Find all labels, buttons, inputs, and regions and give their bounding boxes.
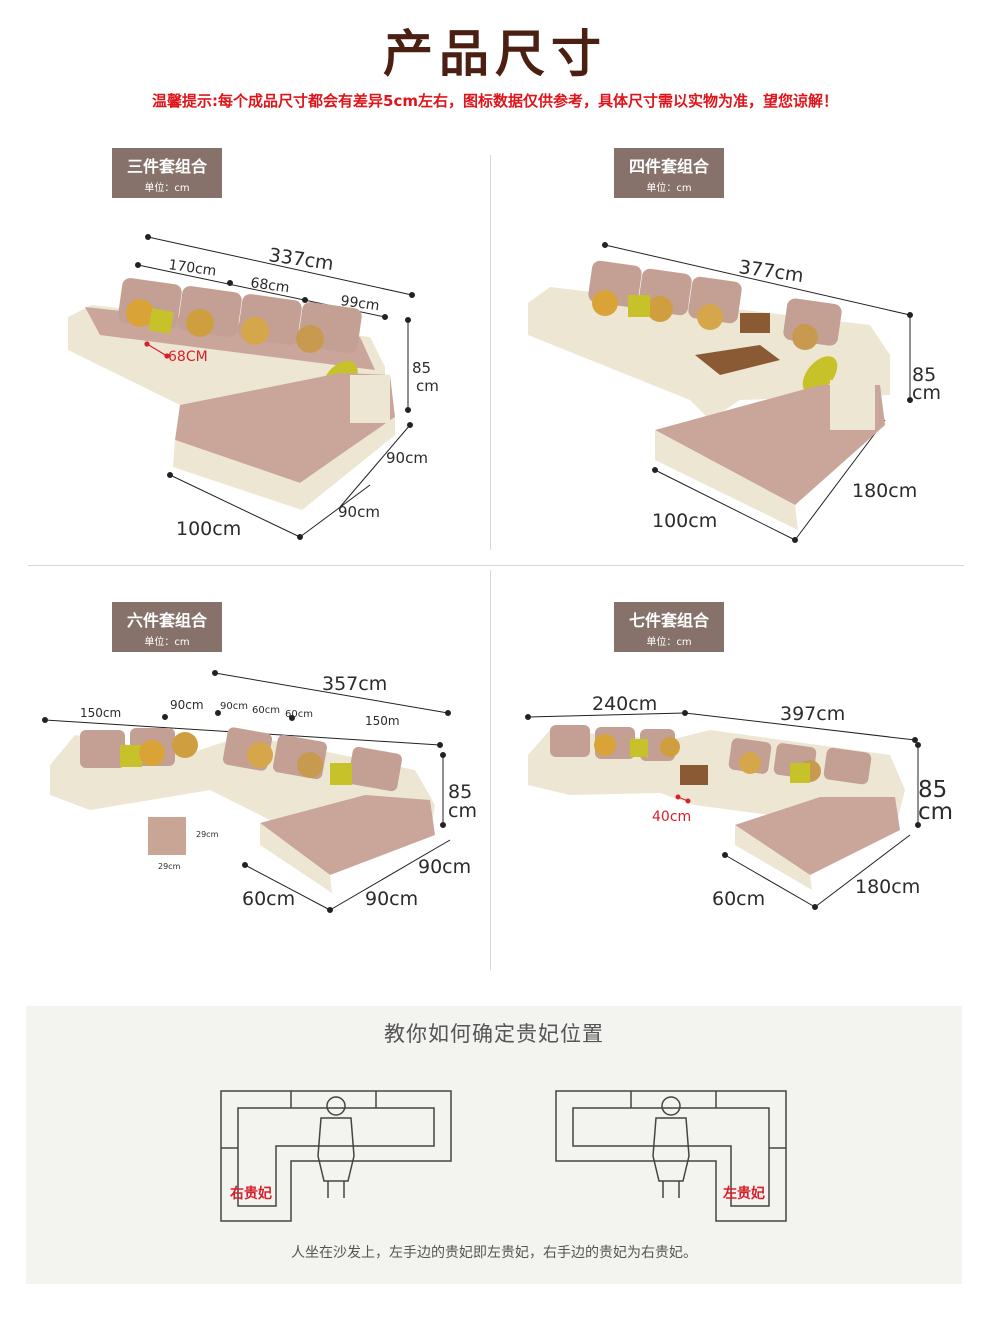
dim-total: 377cm — [737, 256, 805, 287]
dim-c: 90cm — [220, 701, 248, 712]
set-title: 六件套组合 — [126, 611, 207, 630]
gap-label: 40cm — [652, 809, 691, 825]
seat-depth-label: 68CM — [168, 349, 208, 365]
dim-b: 68cm — [249, 275, 290, 296]
dim-e: 60cm — [285, 709, 313, 720]
dim-a: 170cm — [167, 257, 217, 280]
dim-side: 90cm — [386, 449, 428, 467]
page-title: 产品尺寸 — [383, 24, 607, 83]
dim-b: 90cm — [170, 698, 204, 712]
stool-height: 29cm — [196, 830, 219, 839]
dim-height-unit: cm — [416, 377, 439, 395]
dim-height: 85 — [912, 364, 936, 386]
dim-side: 180cm — [855, 876, 920, 898]
right-chaise-label: 右贵妃 — [229, 1185, 272, 1202]
set-title: 四件套组合 — [628, 157, 709, 176]
dim-height: 85 — [448, 781, 472, 803]
stool-width: 29cm — [158, 862, 181, 871]
dim-side: 180cm — [852, 480, 917, 502]
dim-height-unit: cm — [448, 800, 477, 822]
dim-side: 90cm — [418, 856, 471, 878]
set-unit: 单位：cm — [646, 183, 692, 194]
set-title: 三件套组合 — [126, 157, 207, 176]
sofa-diagram-4: 377cm 85 cm 180cm 100cm — [528, 242, 941, 543]
dim-height: 85 — [918, 777, 947, 803]
dim-total: 337cm — [267, 244, 335, 275]
dim-height: 85 — [412, 359, 431, 377]
left-chaise-diagram: 左贵妃 — [555, 1090, 787, 1222]
dim-front-width: 60cm — [712, 888, 765, 910]
right-chaise-diagram: 右贵妃 — [220, 1090, 452, 1222]
dim-left: 240cm — [592, 693, 657, 715]
dim-height-unit: cm — [918, 799, 953, 825]
left-chaise-label: 左贵妃 — [722, 1185, 765, 1202]
chaise-guide: 教你如何确定贵妃位置 右贵妃 左贵妃 人坐在沙发上，左手边的贵妃即左贵妃，右手边… — [26, 1006, 962, 1284]
set-label-7: 七件套组合 单位：cm — [614, 602, 724, 652]
set-unit: 单位：cm — [646, 637, 692, 648]
dim-front-width: 100cm — [176, 518, 241, 540]
dim-d: 60cm — [252, 705, 280, 716]
dim-front-depth: 90cm — [365, 888, 418, 910]
dim-front-depth: 90cm — [338, 503, 380, 521]
sofa-diagram-6: 29cm 29cm 357cm 150cm 90cm 90cm 60cm 60c… — [42, 670, 477, 913]
dim-c: 99cm — [339, 293, 380, 314]
divider-vertical-bottom — [490, 570, 491, 970]
dim-right: 397cm — [780, 703, 845, 725]
dim-total: 357cm — [322, 673, 387, 695]
guide-note: 人坐在沙发上，左手边的贵妃即左贵妃，右手边的贵妃为右贵妃。 — [291, 1245, 697, 1261]
guide-title: 教你如何确定贵妃位置 — [384, 1022, 604, 1046]
set-title: 七件套组合 — [628, 611, 709, 630]
set-label-6: 六件套组合 单位：cm — [112, 602, 222, 652]
divider-horizontal — [28, 565, 964, 566]
dim-f: 150m — [365, 714, 400, 728]
sofa-diagram-7: 40cm 240cm 397cm 85 cm 180cm 60cm — [525, 693, 953, 910]
set-unit: 单位：cm — [144, 183, 190, 194]
sofa-diagram-3: 68CM 337cm 170cm 68cm 99cm 85 cm 90cm 90… — [68, 234, 439, 540]
set-label-4: 四件套组合 单位：cm — [614, 148, 724, 198]
set-label-3: 三件套组合 单位：cm — [112, 148, 222, 198]
dim-front-width: 100cm — [652, 510, 717, 532]
dim-front-width: 60cm — [242, 888, 295, 910]
set-unit: 单位：cm — [144, 637, 190, 648]
divider-vertical-top — [490, 155, 491, 550]
dim-a: 150cm — [80, 706, 121, 720]
dim-height-unit: cm — [912, 382, 941, 404]
size-notice: 温馨提示:每个成品尺寸都会有差异5cm左右，图标数据仅供参考，具体尺寸需以实物为… — [152, 92, 838, 110]
